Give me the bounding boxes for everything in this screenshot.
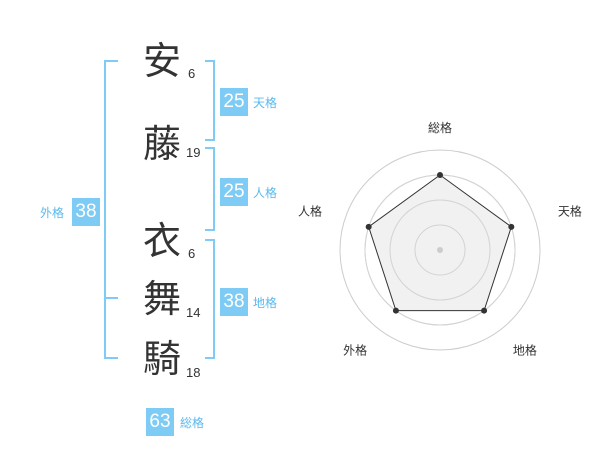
tenkaku-value: 25 <box>220 88 248 116</box>
soukaku-value: 63 <box>146 408 174 436</box>
stroke-count-4: 14 <box>186 305 201 320</box>
stroke-count-3: 6 <box>188 246 196 261</box>
radar-shape <box>368 174 512 312</box>
radar-point-5 <box>365 223 372 230</box>
radar-point-4 <box>392 307 399 314</box>
name-char-3: 衣 <box>143 219 182 263</box>
chikaku-value: 38 <box>220 288 248 316</box>
gaikaku-label: 外格 <box>40 206 65 220</box>
radar-center <box>437 247 443 253</box>
radar-axis-label-5: 人格 <box>298 204 322 219</box>
radar-axis-label-2: 天格 <box>558 204 582 219</box>
name-char-1: 安 <box>143 39 182 83</box>
jinkaku-bracket <box>205 147 215 231</box>
radar-ring-overlay-1 <box>414 224 466 276</box>
jinkaku-value: 25 <box>220 178 248 206</box>
tenkaku-label: 天格 <box>253 96 278 110</box>
radar-point-2 <box>508 223 515 230</box>
gaikaku-value: 38 <box>72 198 100 226</box>
radar-axis-label-4: 外格 <box>343 342 367 357</box>
stroke-count-1: 6 <box>188 66 196 81</box>
chikaku-bracket <box>205 239 215 359</box>
jinkaku-label: 人格 <box>253 186 278 200</box>
radar-point-3 <box>481 307 488 314</box>
radar-point-1 <box>437 172 443 178</box>
name-char-4: 舞 <box>143 277 182 321</box>
stroke-count-2: 19 <box>186 145 201 160</box>
radar-ring-4 <box>339 149 541 351</box>
name-char-5: 騎 <box>143 337 182 381</box>
tenkaku-bracket <box>205 60 215 141</box>
chikaku-label: 地格 <box>253 296 278 310</box>
name-char-2: 藤 <box>143 122 182 166</box>
radar-axis-label-3: 地格 <box>513 342 537 357</box>
stroke-count-5: 18 <box>186 365 201 380</box>
soukaku-label: 総格 <box>180 416 205 430</box>
radar-ring-overlay-2 <box>389 199 491 301</box>
gaikaku-bracket <box>104 60 118 359</box>
radar-axis-label-1: 総格 <box>428 120 452 135</box>
